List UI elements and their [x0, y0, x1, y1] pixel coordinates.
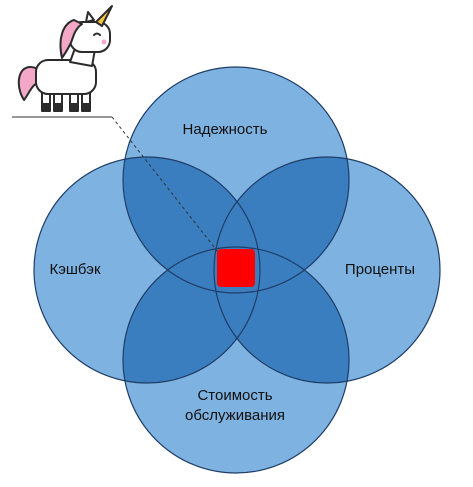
pointer-line-dashed: [111, 116, 219, 253]
circle-left-outline: [33, 156, 261, 384]
circle-right-outline: [213, 156, 441, 384]
label-interest: Проценты: [344, 261, 416, 278]
label-reliability: Надежность: [182, 121, 268, 138]
label-service-cost-line1: Стоимость: [197, 387, 273, 404]
circle-top-outline: [122, 66, 350, 294]
label-service-cost: Стоимость обслуживания: [140, 386, 330, 426]
label-cashback: Кэшбэк: [49, 261, 101, 278]
center-intersection-highlight: [217, 249, 255, 287]
unicorn-icon: [17, 5, 113, 112]
circle-bottom-outline: [122, 246, 350, 474]
label-service-cost-line2: обслуживания: [184, 407, 286, 424]
